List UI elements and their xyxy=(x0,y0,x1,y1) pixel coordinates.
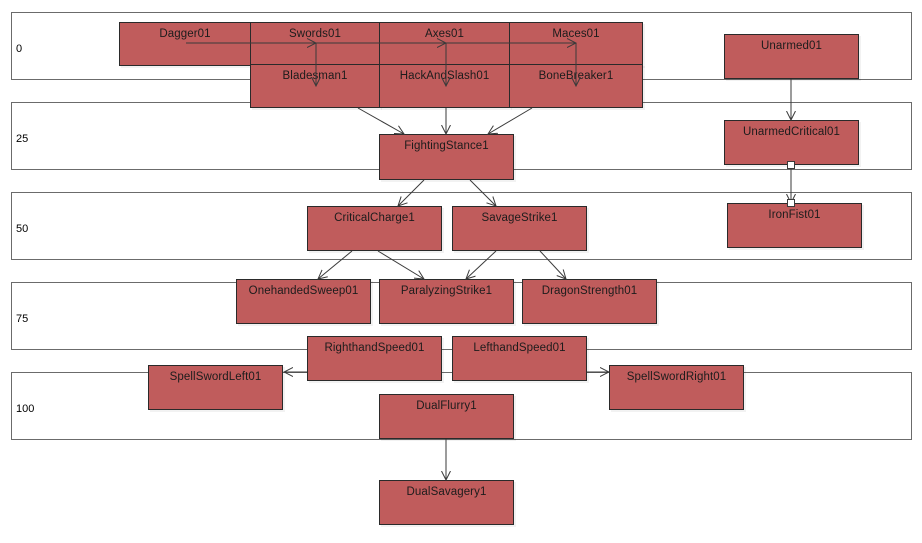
node-label: DragonStrength01 xyxy=(541,285,638,297)
node-onehandedsweep01[interactable]: OnehandedSweep01 xyxy=(236,279,371,324)
node-label: Maces01 xyxy=(552,28,600,40)
node-lefthandspeed01[interactable]: LefthandSpeed01 xyxy=(452,336,587,381)
node-spellswordleft01[interactable]: SpellSwordLeft01 xyxy=(148,365,283,410)
node-swords01[interactable]: Swords01 xyxy=(250,22,380,66)
node-label: SpellSwordRight01 xyxy=(626,371,727,383)
node-dagger01[interactable]: Dagger01 xyxy=(119,22,251,66)
node-righthandspeed01[interactable]: RighthandSpeed01 xyxy=(307,336,442,381)
node-label: SpellSwordLeft01 xyxy=(169,371,262,383)
node-label: UnarmedCritical01 xyxy=(743,126,840,138)
node-axes01[interactable]: Axes01 xyxy=(379,22,510,66)
node-label: FightingStance1 xyxy=(404,140,489,152)
node-label: BoneBreaker1 xyxy=(538,70,614,82)
node-label: DualFlurry1 xyxy=(416,400,477,412)
node-dragonstrength01[interactable]: DragonStrength01 xyxy=(522,279,657,324)
node-maces01[interactable]: Maces01 xyxy=(509,22,643,66)
node-label: SavageStrike1 xyxy=(481,212,558,224)
node-label: Bladesman1 xyxy=(282,70,348,82)
node-label: HackAndSlash01 xyxy=(399,70,490,82)
node-paralyzingstrike1[interactable]: ParalyzingStrike1 xyxy=(379,279,514,324)
node-label: ParalyzingStrike1 xyxy=(400,285,493,297)
node-unarmed01[interactable]: Unarmed01 xyxy=(724,34,859,79)
node-unarmedcritical01[interactable]: UnarmedCritical01 xyxy=(724,120,859,165)
band-label-0: 0 xyxy=(16,43,23,55)
band-label-50: 50 xyxy=(16,223,29,235)
band-label-100: 100 xyxy=(16,403,35,415)
node-savagestrike1[interactable]: SavageStrike1 xyxy=(452,206,587,251)
node-criticalcharge1[interactable]: CriticalCharge1 xyxy=(307,206,442,251)
band-label-25: 25 xyxy=(16,133,29,145)
node-bonebreaker1[interactable]: BoneBreaker1 xyxy=(509,64,643,108)
node-fightingstance1[interactable]: FightingStance1 xyxy=(379,134,514,180)
node-label: Swords01 xyxy=(289,28,341,40)
node-label: LefthandSpeed01 xyxy=(473,342,566,354)
node-label: DualSavagery1 xyxy=(406,486,487,498)
node-label: CriticalCharge1 xyxy=(334,212,415,224)
node-label: Unarmed01 xyxy=(761,40,822,52)
node-hackandslash01[interactable]: HackAndSlash01 xyxy=(379,64,510,108)
node-label: RighthandSpeed01 xyxy=(324,342,425,354)
node-spellswordright01[interactable]: SpellSwordRight01 xyxy=(609,365,744,410)
node-ironfist01[interactable]: IronFist01 xyxy=(727,203,862,248)
node-label: Dagger01 xyxy=(159,28,211,40)
node-label: IronFist01 xyxy=(768,209,821,221)
band-label-75: 75 xyxy=(16,313,29,325)
node-dualflurry1[interactable]: DualFlurry1 xyxy=(379,394,514,439)
node-dualsavagery1[interactable]: DualSavagery1 xyxy=(379,480,514,525)
node-label: OnehandedSweep01 xyxy=(248,285,359,297)
node-bladesman1[interactable]: Bladesman1 xyxy=(250,64,380,108)
node-label: Axes01 xyxy=(425,28,464,40)
